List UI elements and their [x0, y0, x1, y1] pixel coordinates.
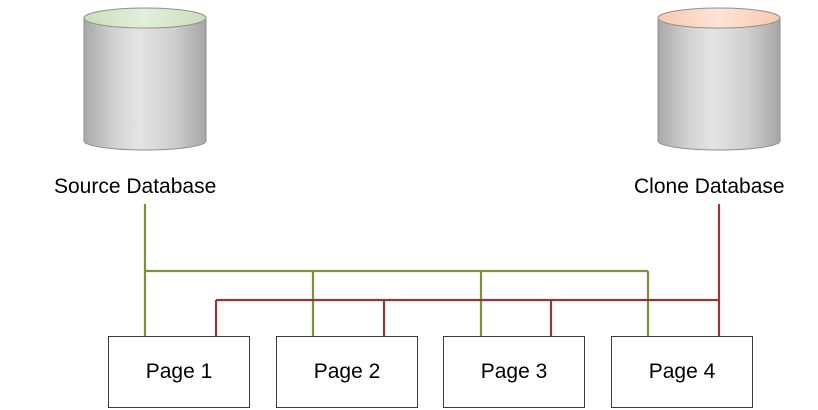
- page-4-label: Page 4: [648, 360, 716, 383]
- page-2-box: Page 2: [276, 336, 418, 408]
- clone-connector-lines: [214, 204, 721, 337]
- page-2-label: Page 2: [313, 360, 381, 383]
- page-4-box: Page 4: [611, 336, 753, 408]
- source-database-icon: [83, 7, 207, 151]
- page-3-box: Page 3: [443, 336, 585, 408]
- page-1-label: Page 1: [145, 360, 213, 383]
- source-database-label: Source Database: [54, 175, 217, 198]
- source-connector-lines: [143, 204, 650, 337]
- page-1-box: Page 1: [108, 336, 250, 408]
- clone-database-icon: [657, 7, 781, 151]
- page-3-label: Page 3: [480, 360, 548, 383]
- clone-database-label: Clone Database: [634, 175, 785, 198]
